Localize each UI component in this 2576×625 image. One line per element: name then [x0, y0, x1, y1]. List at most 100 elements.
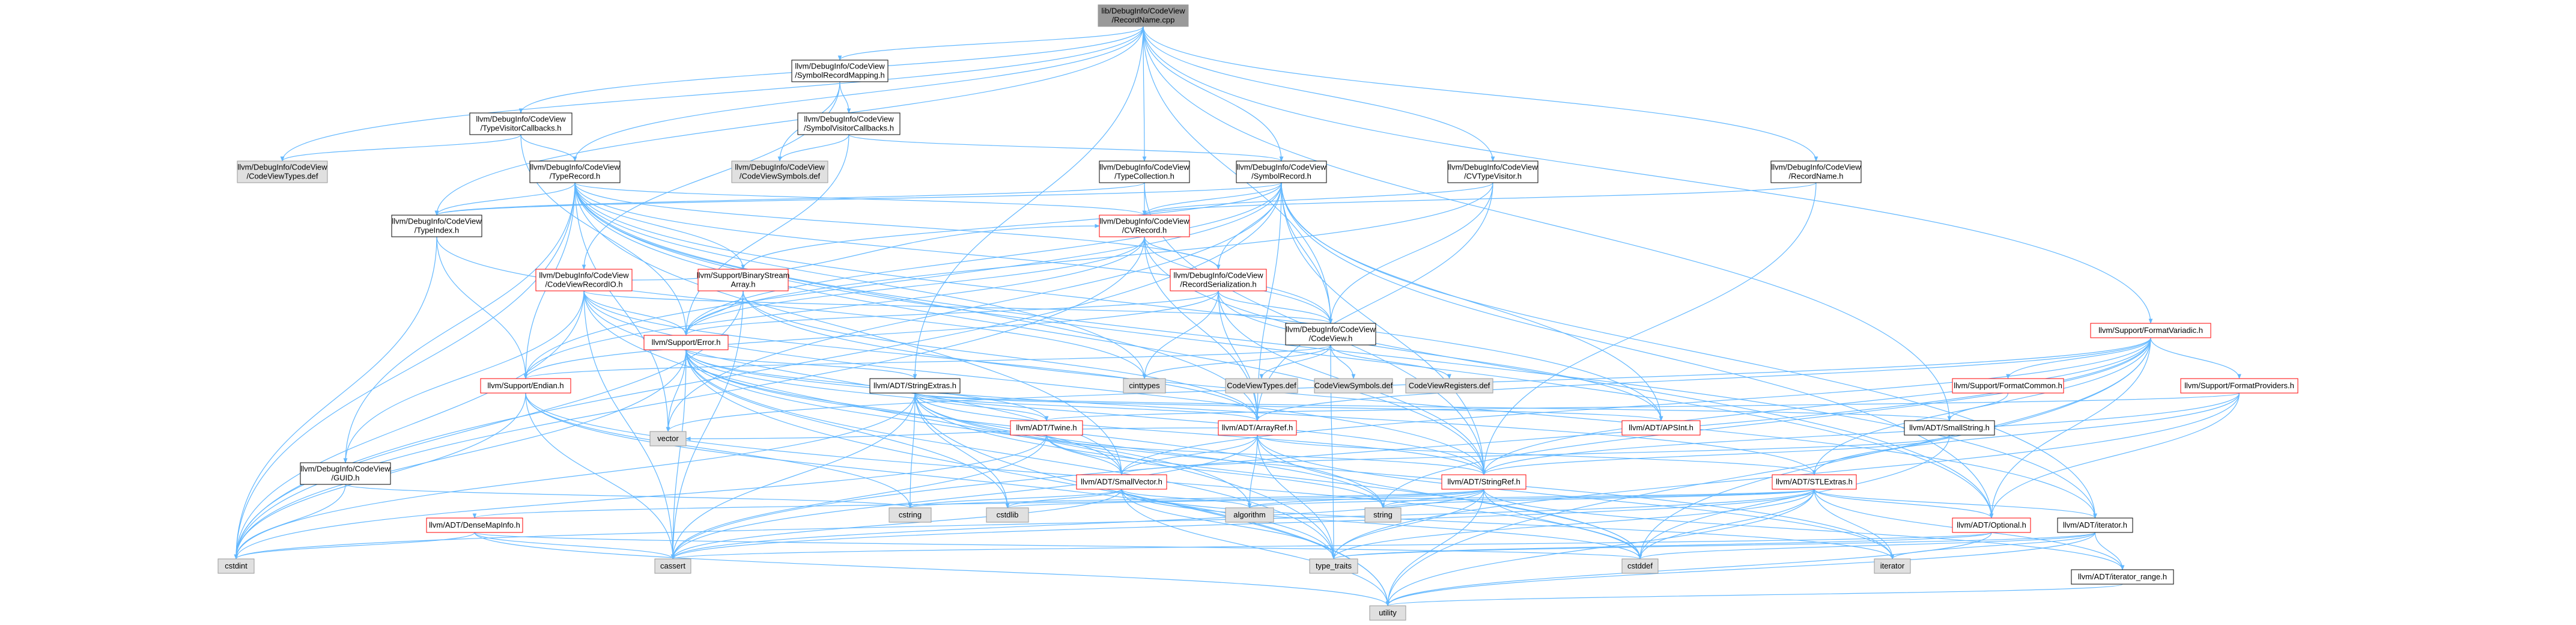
node-iterator-range[interactable]: llvm/ADT/iterator_range.h	[2071, 569, 2174, 585]
edge-binarystreamarray-to-iterator_h	[743, 290, 2097, 519]
edge-typerecord-to-vector	[574, 182, 670, 432]
node-box	[1364, 507, 1402, 523]
node-box	[1218, 420, 1297, 436]
node-smallstring[interactable]: llvm/ADT/SmallString.h	[1904, 420, 1995, 436]
node-label: /CodeViewSymbols.def	[740, 172, 821, 181]
node-apsint[interactable]: llvm/ADT/APSInt.h	[1621, 420, 1701, 436]
node-stlextras[interactable]: llvm/ADT/STLExtras.h	[1772, 474, 1857, 490]
node-recordname-h[interactable]: llvm/DebugInfo/CodeView/RecordName.h	[1770, 160, 1862, 183]
edge-stringextras-to-arrayref	[914, 392, 1260, 421]
edge-stringextras-to-apsint	[914, 392, 1663, 421]
edge-twine-to-smallvector	[1046, 434, 1124, 475]
node-box	[797, 112, 901, 135]
node-cstdlib: cstdlib	[986, 507, 1029, 523]
edge-recordserialization-to-codeview_h	[1218, 290, 1333, 324]
node-cvrecord[interactable]: llvm/DebugInfo/CodeView/CVRecord.h	[1099, 215, 1190, 237]
edge-stlextras-to-cstdlib	[1006, 489, 1815, 508]
node-label: /RecordName.h	[1788, 172, 1843, 181]
node-stringref[interactable]: llvm/ADT/StringRef.h	[1441, 474, 1526, 490]
edge-root-to-typeindex	[434, 26, 1144, 216]
node-label: llvm/DebugInfo/CodeView	[1286, 325, 1376, 334]
node-cvtypevisitor[interactable]: llvm/DebugInfo/CodeView/CVTypeVisitor.h	[1447, 160, 1539, 183]
node-box	[1099, 160, 1190, 183]
node-box	[535, 269, 633, 291]
node-box	[217, 558, 255, 574]
edge-guid-to-cstdint	[234, 484, 346, 559]
edge-formatvariadic-to-string	[1381, 337, 2151, 508]
node-optional[interactable]: llvm/ADT/Optional.h	[1952, 517, 2031, 533]
node-typecollection[interactable]: llvm/DebugInfo/CodeView/TypeCollection.h	[1099, 160, 1190, 183]
edge-codeviewrecordio-to-codeview_h	[583, 290, 1333, 324]
edge-smallvector-to-cassert	[670, 489, 1122, 559]
node-box	[426, 517, 523, 533]
node-symbolrecordmapping[interactable]: llvm/DebugInfo/CodeView/SymbolRecordMapp…	[791, 59, 889, 82]
node-box	[697, 269, 789, 291]
node-formatproviders[interactable]: llvm/Support/FormatProviders.h	[2180, 378, 2298, 394]
edge-typeindex-to-endian_h	[436, 236, 528, 379]
node-densemapinfo[interactable]: llvm/ADT/DenseMapInfo.h	[426, 517, 523, 533]
node-symbolrecord[interactable]: llvm/DebugInfo/CodeView/SymbolRecord.h	[1236, 160, 1327, 183]
node-label: /TypeVisitorCallbacks.h	[481, 124, 562, 133]
node-formatvariadic[interactable]: llvm/Support/FormatVariadic.h	[2090, 323, 2211, 338]
node-typevisitorcallbacks[interactable]: llvm/DebugInfo/CodeView/TypeVisitorCallb…	[469, 112, 573, 135]
node-iterator: iterator	[1874, 558, 1911, 574]
edge-symbolvisitorcallbacks-to-error_h	[684, 134, 849, 336]
edge-error_h-to-cstdint	[234, 349, 687, 559]
edge-cvtypevisitor-to-codeview_h	[1328, 182, 1493, 324]
node-box	[2180, 378, 2298, 394]
edge-cvrecord-to-optional	[1144, 236, 1994, 519]
node-endian-h[interactable]: llvm/Support/Endian.h	[480, 378, 571, 394]
node-stringextras[interactable]: llvm/ADT/StringExtras.h	[869, 378, 961, 394]
node-box	[731, 160, 828, 183]
edge-iterator_h-to-type_traits	[1332, 532, 2096, 559]
node-formatcommon[interactable]: llvm/Support/FormatCommon.h	[1952, 378, 2064, 394]
node-symbolvisitorcallbacks[interactable]: llvm/DebugInfo/CodeView/SymbolVisitorCal…	[797, 112, 901, 135]
node-iterator-h[interactable]: llvm/ADT/iterator.h	[2057, 517, 2133, 533]
edge-cvtypevisitor-to-cvrecord	[1142, 182, 1493, 216]
node-label: llvm/ADT/StringExtras.h	[873, 381, 956, 390]
node-smallvector[interactable]: llvm/ADT/SmallVector.h	[1076, 474, 1167, 490]
node-arrayref[interactable]: llvm/ADT/ArrayRef.h	[1218, 420, 1297, 436]
node-label: llvm/Support/BinaryStream	[697, 271, 790, 280]
edge-formatproviders-to-stringref	[1481, 392, 2240, 475]
edge-recordname_h-to-cvrecord	[1142, 182, 1817, 216]
dependency-edges	[234, 26, 2241, 606]
edge-smallvector-to-type_traits	[1121, 489, 1336, 559]
node-recordserialization[interactable]: llvm/DebugInfo/CodeView/RecordSerializat…	[1170, 269, 1267, 291]
edge-codeview_h-to-codeviewregisters_def	[1330, 344, 1451, 379]
edge-typerecord-to-apsint	[574, 182, 1663, 421]
node-guid[interactable]: llvm/DebugInfo/CodeView/GUID.h	[300, 462, 391, 485]
node-box	[654, 558, 691, 574]
edge-stlextras-to-string	[1381, 489, 1815, 508]
node-label: /CodeViewTypes.def	[247, 172, 318, 181]
node-codeview-h[interactable]: llvm/DebugInfo/CodeView/CodeView.h	[1285, 323, 1376, 346]
edge-root-to-typerecord	[573, 26, 1144, 162]
edge-stlextras-to-algorithm	[1248, 489, 1815, 508]
node-box	[2057, 517, 2133, 533]
node-label: /SymbolVisitorCallbacks.h	[804, 124, 894, 133]
node-label: llvm/DebugInfo/CodeView	[1173, 271, 1263, 280]
node-error-h[interactable]: llvm/Support/Error.h	[643, 335, 729, 350]
node-typerecord[interactable]: llvm/DebugInfo/CodeView/TypeRecord.h	[529, 160, 621, 183]
node-label: /CVTypeVisitor.h	[1464, 172, 1522, 181]
node-box	[300, 462, 391, 485]
edge-endian_h-to-cstring	[525, 392, 913, 508]
edge-arrayref-to-algorithm	[1247, 434, 1258, 508]
edge-arrayref-to-vector	[685, 427, 1219, 441]
node-typeindex[interactable]: llvm/DebugInfo/CodeView/TypeIndex.h	[391, 215, 482, 237]
edge-formatvariadic-to-formatproviders	[2150, 337, 2241, 379]
node-label: cinttypes	[1129, 381, 1160, 390]
node-twine[interactable]: llvm/ADT/Twine.h	[1010, 420, 1083, 436]
edge-codeview_h-to-codeviewtypes_def2	[1259, 344, 1331, 379]
node-box	[1874, 558, 1911, 574]
node-root[interactable]: lib/DebugInfo/CodeView/RecordName.cpp	[1098, 4, 1189, 27]
edge-recordname_h-to-stringref	[1481, 182, 1817, 475]
edge-recordserialization-to-arrayref	[1218, 290, 1260, 421]
edge-root-to-smallstring	[1143, 26, 1952, 421]
node-label: CodeViewTypes.def	[1227, 381, 1296, 390]
node-box	[1236, 160, 1327, 183]
node-codeviewrecordio[interactable]: llvm/DebugInfo/CodeView/CodeViewRecordIO…	[535, 269, 633, 291]
node-box	[1369, 605, 1406, 621]
